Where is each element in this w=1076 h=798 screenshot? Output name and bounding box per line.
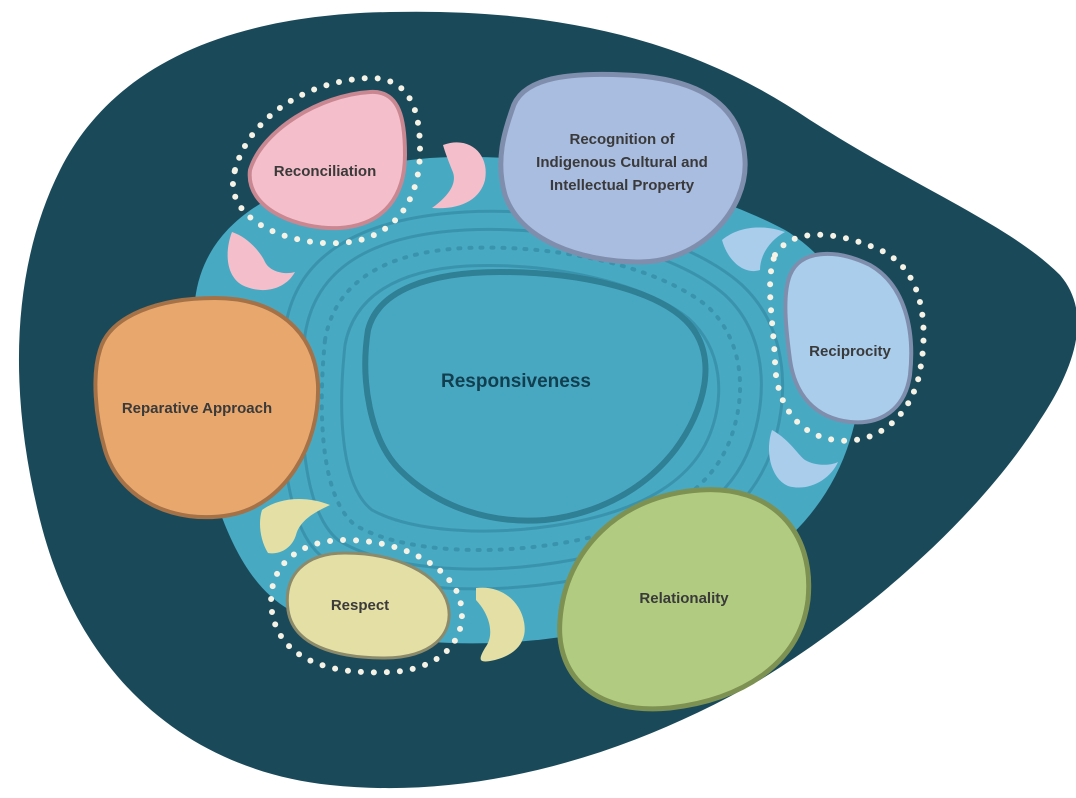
node-recognition-shape xyxy=(498,71,748,265)
node-recognition: Recognition of Indigenous Cultural and I… xyxy=(498,71,748,265)
node-reciprocity: Reciprocity xyxy=(783,251,914,425)
center-label: Responsiveness xyxy=(441,371,591,392)
crescent-yellow-left xyxy=(260,498,330,554)
node-respect-shape xyxy=(285,551,451,660)
node-respect: Respect xyxy=(285,551,451,660)
center-shape xyxy=(362,268,709,524)
dotted-halo-reconciliation xyxy=(230,74,424,247)
node-relationality-shape xyxy=(557,487,812,712)
node-reconciliation-shape xyxy=(247,89,408,231)
node-recognition-line-1: Recognition of xyxy=(570,131,676,148)
crescent-blue-top xyxy=(722,227,785,272)
node-reparative-shape xyxy=(93,295,321,520)
crescent-yellow-right xyxy=(476,587,525,662)
node-recognition-line-2: Indigenous Cultural and xyxy=(536,154,708,171)
node-reparative-label: Reparative Approach xyxy=(122,400,272,417)
node-reconciliation: Reconciliation xyxy=(247,89,408,231)
crescent-pink-left xyxy=(227,232,295,291)
crescent-blue-bottom xyxy=(768,430,838,488)
node-reparative: Reparative Approach xyxy=(93,295,321,520)
node-reconciliation-label: Reconciliation xyxy=(274,163,377,180)
node-relationality: Relationality xyxy=(557,487,812,712)
crescent-accents xyxy=(227,142,838,662)
dotted-halo-respect xyxy=(268,536,465,676)
node-reciprocity-shape xyxy=(783,251,914,425)
node-respect-label: Respect xyxy=(331,597,389,614)
node-reciprocity-label: Reciprocity xyxy=(809,343,891,360)
node-recognition-line-3: Intellectual Property xyxy=(550,177,695,194)
dotted-halos xyxy=(230,74,927,676)
crescent-pink-top xyxy=(432,142,486,209)
node-relationality-label: Relationality xyxy=(639,590,729,607)
